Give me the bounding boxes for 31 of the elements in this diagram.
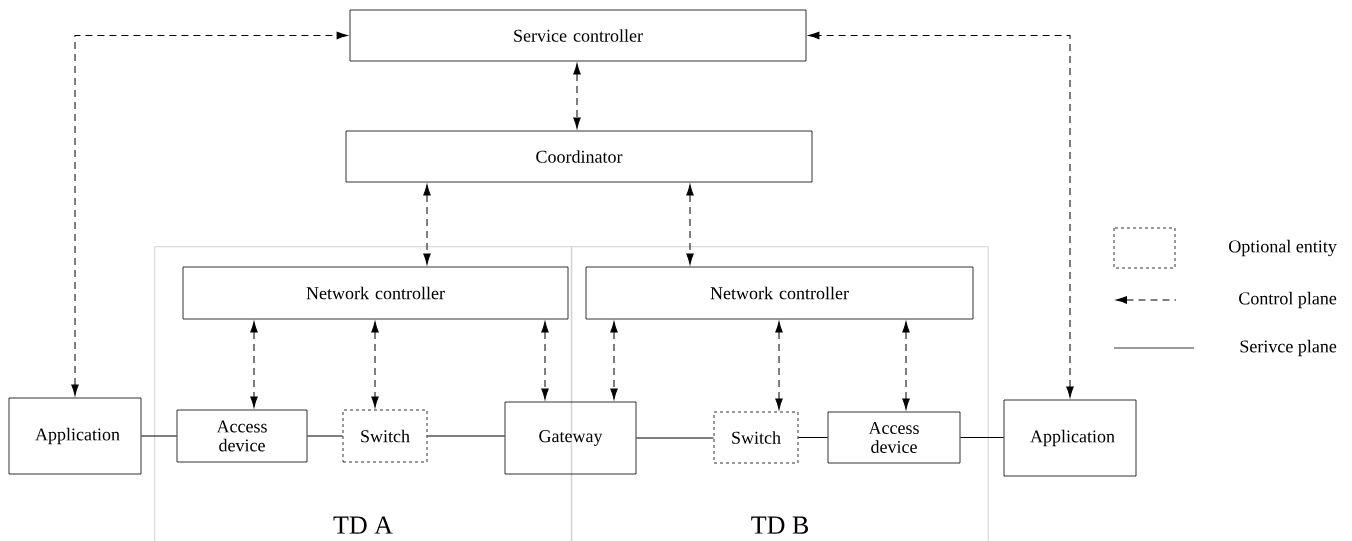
- control-arrow: [573, 63, 581, 129]
- service-line: [635, 437, 715, 439]
- switch-box: Switch: [342, 409, 428, 463]
- legend-label: Serivce plane: [1240, 339, 1337, 357]
- device-box: Access device: [827, 411, 961, 464]
- application-box: Application: [1003, 399, 1137, 477]
- controller-box: Network controller: [585, 266, 974, 320]
- control-arrow: [423, 184, 431, 265]
- control-arrow: [541, 321, 549, 400]
- control-arrow: [686, 184, 694, 265]
- gateway-box: Gateway: [504, 401, 637, 475]
- control-arrow: [775, 321, 783, 410]
- legend-label: Optional entity: [1229, 239, 1337, 257]
- coordinator-box: Coordinator: [345, 130, 813, 183]
- control-arrow: [808, 31, 1074, 398]
- control-arrow: [371, 321, 379, 408]
- service-line: [426, 435, 506, 437]
- service-line: [140, 435, 178, 437]
- switch-box: Switch: [713, 411, 799, 464]
- device-box: Access device: [176, 409, 308, 463]
- control-arrow: [902, 321, 910, 410]
- control-arrow: [71, 31, 348, 396]
- legend-label: Control plane: [1239, 291, 1337, 309]
- control-arrow: [610, 321, 618, 400]
- service-line: [959, 437, 1005, 438]
- controller-box: Network controller: [182, 266, 569, 320]
- controller-box: Service controller: [349, 9, 807, 62]
- application-box: Application: [8, 397, 142, 475]
- service-line: [797, 437, 829, 438]
- control-arrow: [250, 321, 258, 408]
- service-line: [306, 435, 344, 437]
